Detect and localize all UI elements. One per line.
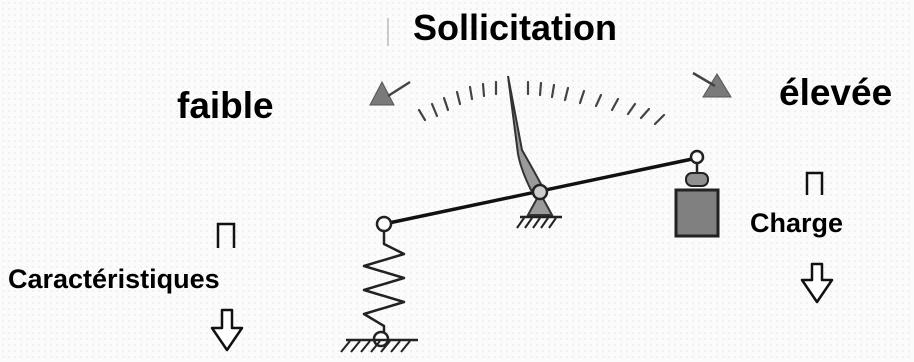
- dial-scale: [417, 80, 666, 126]
- diagram-title: Sollicitation: [413, 7, 618, 48]
- high-label: élevée: [779, 72, 893, 113]
- spring: [362, 231, 406, 334]
- dial-tick: [610, 97, 620, 112]
- dial-tick: [639, 107, 651, 120]
- low-marker-icon: [369, 80, 411, 106]
- characteristics-label: Caractéristiques: [8, 264, 220, 294]
- dial-tick: [594, 93, 603, 108]
- dial-tick: [468, 85, 474, 101]
- dial-tick: [538, 81, 543, 97]
- arrow-down-icon: [210, 308, 244, 352]
- right-pin: [689, 149, 705, 165]
- dial-tick: [430, 102, 439, 118]
- left-pin: [375, 215, 393, 233]
- dial-tick: [455, 90, 462, 106]
- dial-tick: [442, 96, 450, 112]
- needle: [507, 75, 546, 191]
- low-label: faible: [177, 85, 274, 126]
- high-marker-icon: [692, 71, 732, 98]
- spring-ground: [340, 330, 418, 353]
- dial-tick: [550, 83, 556, 99]
- bracket-icon: [216, 222, 236, 248]
- dial-tick: [578, 89, 586, 105]
- pivot-support: [516, 183, 562, 229]
- dial-tick: [481, 82, 486, 98]
- arrow-down-icon: [800, 262, 834, 304]
- load-label: Charge: [750, 208, 844, 238]
- bracket-icon: [805, 171, 824, 195]
- dial-tick: [626, 102, 637, 116]
- dial-tick: [563, 86, 570, 102]
- dial-tick: [417, 108, 427, 122]
- weight-icon: [674, 163, 720, 238]
- dial-tick: [653, 113, 666, 126]
